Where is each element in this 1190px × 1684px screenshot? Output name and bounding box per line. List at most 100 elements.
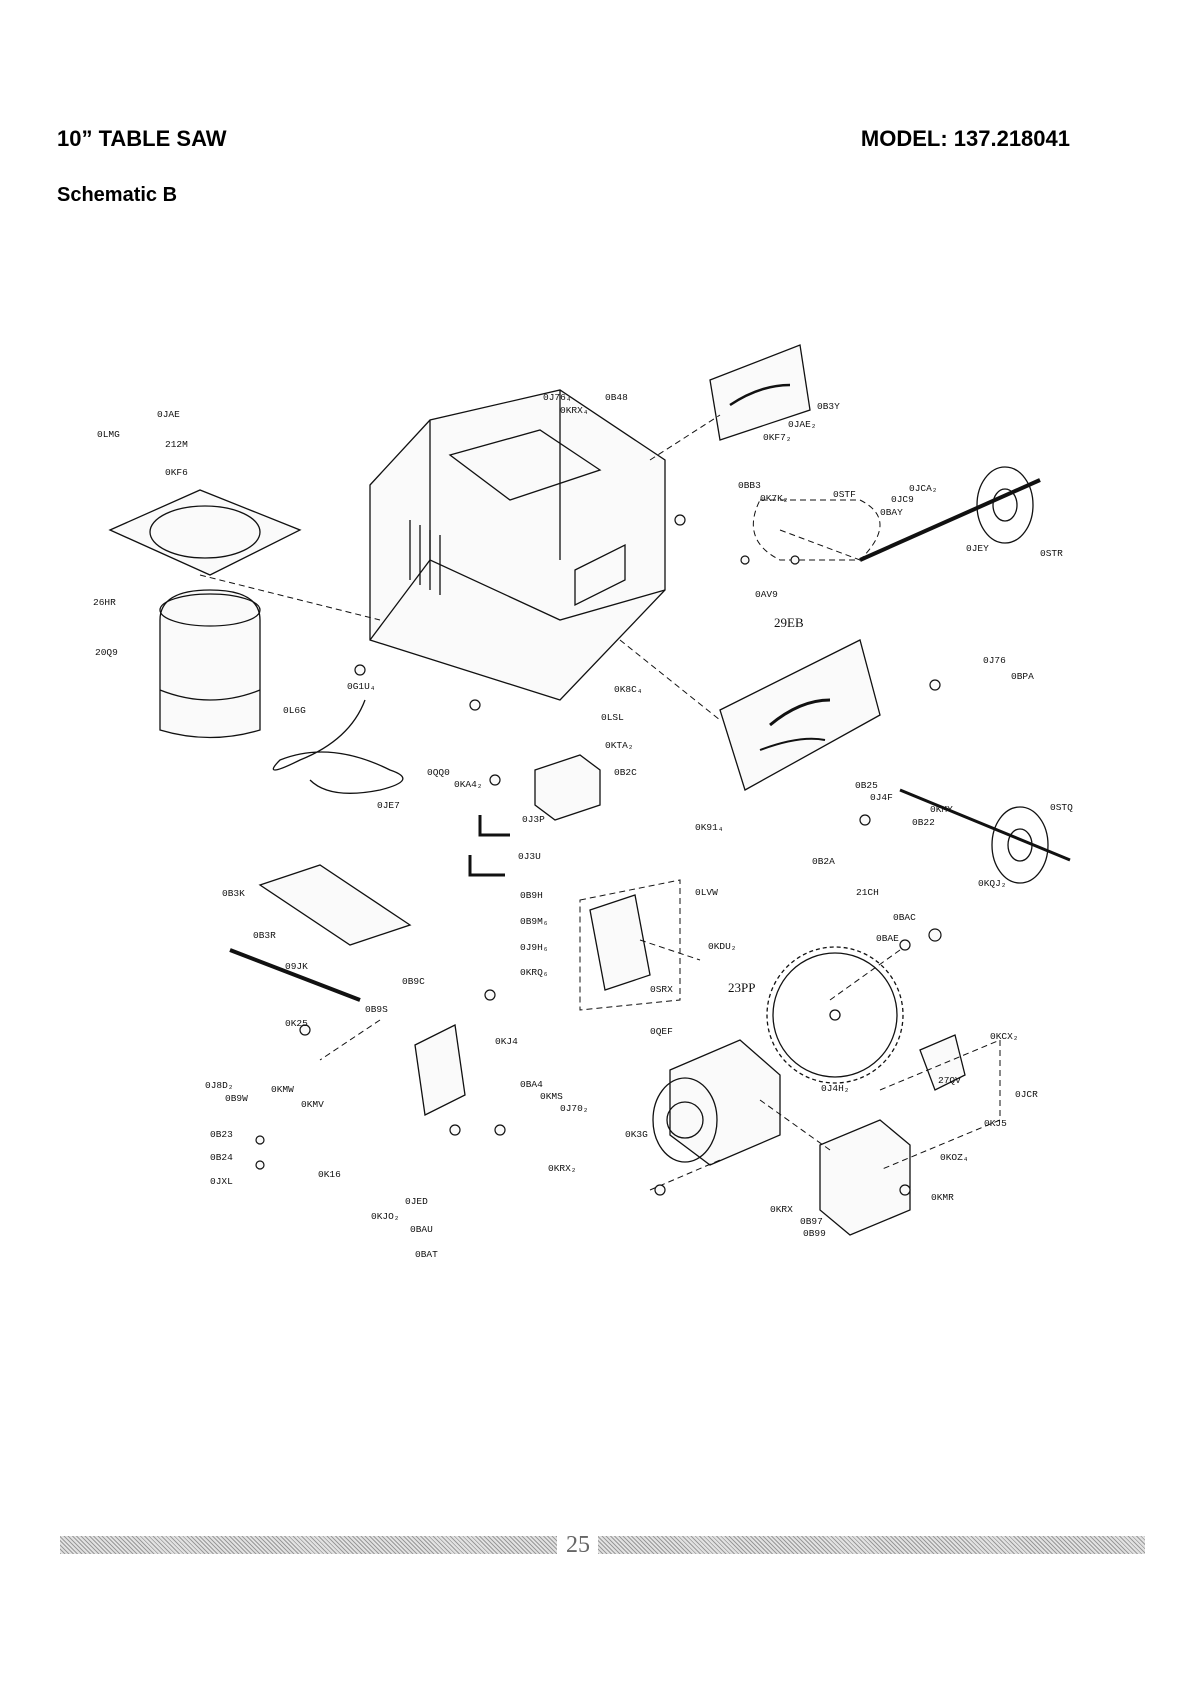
- part-label: 0BB3: [738, 480, 761, 491]
- part-label: 0K7K₂: [760, 493, 789, 504]
- part-label: 09JK: [285, 961, 308, 972]
- motor-bracket: [819, 1119, 911, 1236]
- part-label: 0K3G: [625, 1129, 648, 1140]
- part-label: 0JXL: [210, 1176, 233, 1187]
- part-label: 26HR: [93, 597, 116, 608]
- part-label: 0L6G: [283, 705, 306, 716]
- part-label: 0LSL: [601, 712, 624, 723]
- part-label: 0J9H₆: [520, 942, 549, 953]
- part-label: 0BAE: [876, 933, 899, 944]
- part-label: 0B9C: [402, 976, 425, 987]
- model-number: MODEL: 137.218041: [860, 126, 1070, 151]
- part-label: 0J76: [983, 655, 1006, 666]
- part-label: 0JEY: [966, 543, 989, 554]
- part-label: 0BAC: [893, 912, 916, 923]
- bevel-scale-plate: [719, 639, 881, 791]
- part-label: 0LVW: [695, 887, 718, 898]
- part-label: 0J70₂: [560, 1103, 589, 1114]
- part-label: 0J76₄: [543, 392, 572, 403]
- part-label: 0B48: [605, 392, 628, 403]
- part-label: 0B9S: [365, 1004, 388, 1015]
- part-label: 0K91₄: [695, 822, 724, 833]
- power-cord: [272, 699, 404, 794]
- dust-port-plate: [108, 489, 302, 576]
- part-label: 0J3U: [518, 851, 541, 862]
- part-label: 0BAU: [410, 1224, 433, 1235]
- part-label: 212M: [165, 439, 188, 450]
- part-label: 0J3P: [522, 814, 545, 825]
- wrench: [229, 948, 361, 1002]
- page-number: 25: [566, 1532, 590, 1558]
- part-label: 20Q9: [95, 647, 118, 658]
- part-label: 0KMV: [301, 1099, 324, 1110]
- part-label: 0KRX₂: [548, 1163, 577, 1174]
- part-label: 0SRX: [650, 984, 673, 995]
- part-label: 0B24: [210, 1152, 233, 1163]
- part-label: 0JCA₂: [909, 483, 938, 494]
- front-handwheel: [899, 788, 1071, 884]
- part-label: 23PP: [728, 980, 755, 995]
- part-label: 0B2C: [614, 767, 637, 778]
- saw-base-cabinet: [369, 389, 666, 701]
- part-label: 0KF6: [165, 467, 188, 478]
- part-label: 0KMW: [271, 1084, 294, 1095]
- part-label: 0JC9: [891, 494, 914, 505]
- rear-trunnion-plate: [709, 344, 811, 441]
- part-label: 0KQJ₂: [978, 878, 1007, 889]
- part-label: 0B9W: [225, 1093, 248, 1104]
- part-label: 0B99: [803, 1228, 826, 1239]
- part-label: 0STF: [833, 489, 856, 500]
- rear-handwheel: [859, 466, 1041, 562]
- dust-bag: [159, 589, 261, 739]
- part-label: 0B25: [855, 780, 878, 791]
- part-label: 0KJ4: [495, 1036, 518, 1047]
- part-label: 0G1U₄: [347, 681, 376, 692]
- part-label: 0JCR: [1015, 1089, 1038, 1100]
- part-label: 21CH: [856, 887, 879, 898]
- footer-rule-left: [60, 1536, 557, 1554]
- part-label: 0J4F: [870, 792, 893, 803]
- part-label: 0J8D₂: [205, 1080, 234, 1091]
- part-label: 0KJ5: [984, 1118, 1007, 1129]
- part-label: 0JAE₂: [788, 419, 817, 430]
- part-label: 0K16: [318, 1169, 341, 1180]
- part-label: 0QEF: [650, 1026, 673, 1037]
- part-label: 0B22: [912, 817, 935, 828]
- part-label: 0BAT: [415, 1249, 438, 1260]
- part-label: 0KCX₂: [990, 1031, 1019, 1042]
- part-label: 0B3R: [253, 930, 276, 941]
- part-label: 0KRX₄: [560, 405, 589, 416]
- miter-bar: [258, 864, 412, 946]
- part-label: 0J4H₂: [821, 1083, 850, 1094]
- part-label: 0B97: [800, 1216, 823, 1227]
- part-label: 0K25: [285, 1018, 308, 1029]
- part-label: 0BA4: [520, 1079, 543, 1090]
- part-label: 27QV: [938, 1075, 961, 1086]
- riving-bracket: [414, 1024, 466, 1116]
- part-label: 0B3Y: [817, 401, 840, 412]
- part-label: 0KDU₂: [708, 941, 737, 952]
- arbor-bracket: [589, 894, 651, 991]
- part-label: 0STQ: [1050, 802, 1073, 813]
- part-label: 0KJO₂: [371, 1211, 400, 1222]
- part-label: 0B9M₆: [520, 916, 549, 927]
- part-label: 0KRX: [770, 1204, 793, 1215]
- part-label: 0B2A: [812, 856, 835, 867]
- part-label: 0KA4₂: [454, 779, 483, 790]
- part-label: 0KOZ₄: [940, 1152, 969, 1163]
- part-label: 0K8C₄: [614, 684, 643, 695]
- part-label: 0JAE: [157, 409, 180, 420]
- part-label: 0B9H: [520, 890, 543, 901]
- part-label: 0KF7₂: [763, 432, 792, 443]
- blade-guard: [919, 1034, 966, 1091]
- part-label: 0B3K: [222, 888, 245, 899]
- part-label: 0QQ0: [427, 767, 450, 778]
- switch-box: [534, 754, 601, 821]
- part-label: 0KTA₂: [605, 740, 634, 751]
- part-label: 0BAY: [880, 507, 903, 518]
- part-label: 0KMR: [931, 1192, 954, 1203]
- footer-rule-right: [598, 1536, 1145, 1554]
- part-label: 0BPA: [1011, 671, 1034, 682]
- part-label: 0KMS: [540, 1091, 563, 1102]
